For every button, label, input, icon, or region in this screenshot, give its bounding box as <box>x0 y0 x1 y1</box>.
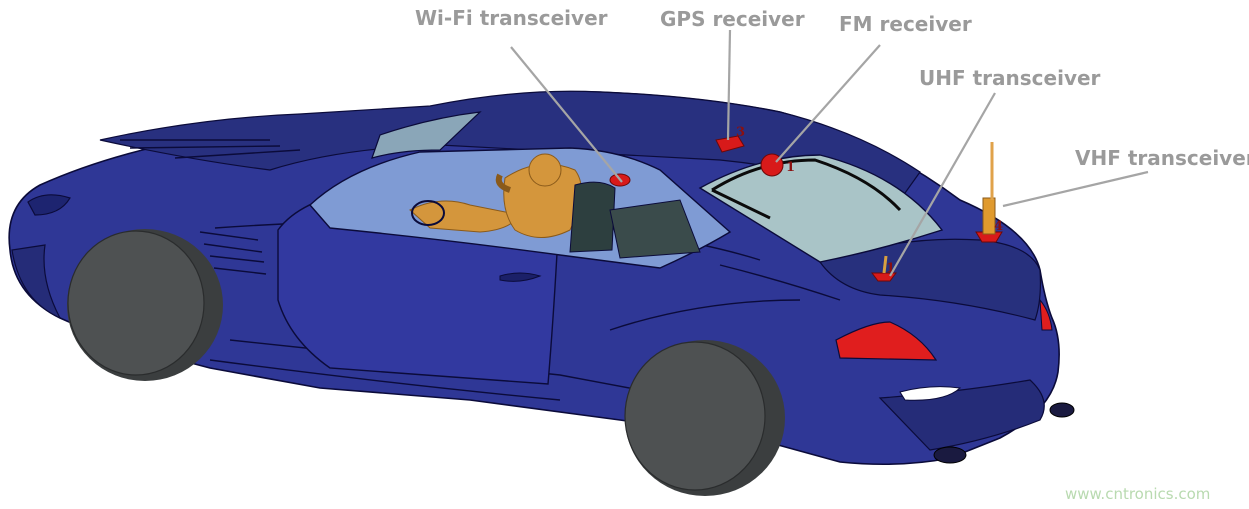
label-wifi-transceiver: Wi-Fi transceiver <box>415 6 608 30</box>
watermark: www.cntronics.com <box>1065 485 1210 503</box>
vhf-antenna: 4 <box>975 142 1003 243</box>
front-wheel <box>67 229 223 381</box>
label-gps-receiver: GPS receiver <box>660 7 805 31</box>
antenna-labels: Wi-Fi transceiver GPS receiver FM receiv… <box>415 6 1249 170</box>
gps-marker-number: 3 <box>736 125 745 140</box>
uhf-leader-line <box>889 92 996 277</box>
occupant-figure <box>409 153 701 259</box>
gps-leader-line <box>726 29 732 141</box>
fm-marker-number: 1 <box>786 160 795 175</box>
rear-wheel <box>624 340 785 496</box>
label-uhf-transceiver: UHF transceiver <box>919 66 1101 90</box>
vhf-marker-number: 4 <box>994 219 1003 234</box>
vhf-leader-line <box>1002 170 1149 208</box>
fm-leader-line <box>775 44 881 163</box>
label-vhf-transceiver: VHF transceiver <box>1075 146 1249 170</box>
label-fm-receiver: FM receiver <box>839 12 972 36</box>
wifi-leader-line <box>510 46 623 183</box>
gps-antenna: 3 <box>715 125 745 153</box>
leader-lines <box>510 29 1149 277</box>
uhf-marker-number: 1 <box>886 261 895 276</box>
